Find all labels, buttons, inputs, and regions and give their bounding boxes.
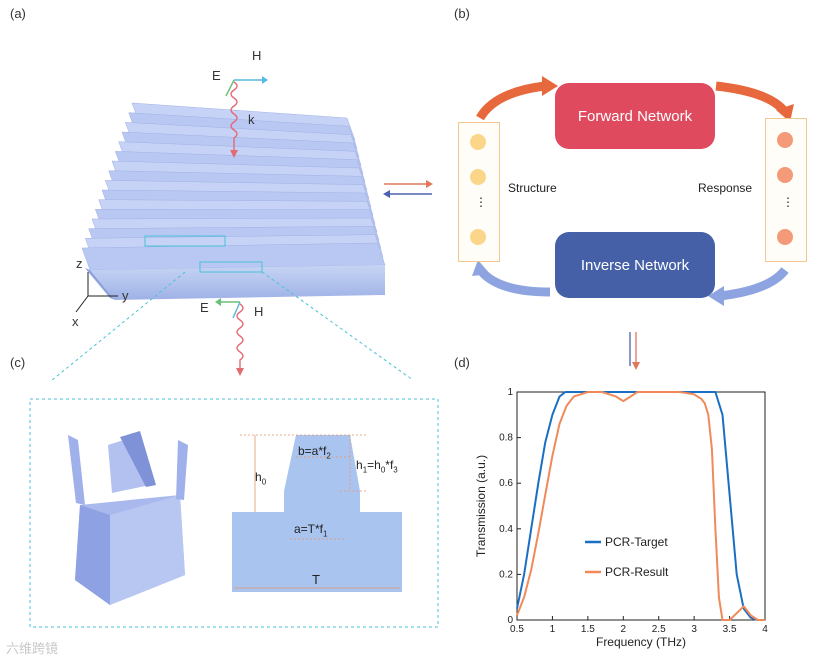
response-column: ⋮ — [765, 118, 807, 262]
x-tick-label: 3.5 — [723, 624, 737, 635]
h-vector-bottom — [232, 301, 241, 319]
h0-dimension-label: h0 — [255, 470, 266, 486]
panel-label-d: (d) — [454, 355, 470, 370]
x-axis-label: x — [72, 314, 79, 329]
x-tick-label: 0.5 — [510, 624, 524, 635]
x-axis-label: Frequency (THz) — [596, 635, 686, 649]
x-tick-label: 2.5 — [652, 624, 666, 635]
h1-sub3: 3 — [393, 465, 398, 475]
zoom-box — [29, 398, 439, 628]
structure-column: ⋮ — [458, 122, 500, 262]
y-tick-label: 0.4 — [499, 524, 513, 535]
forward-network-box: Forward Network — [555, 83, 715, 149]
h0-text: h — [255, 470, 262, 484]
structure-label: Structure — [508, 181, 557, 195]
x-tick-label: 1.5 — [581, 624, 595, 635]
ridge — [284, 435, 360, 512]
y-tick-label: 0.6 — [499, 478, 513, 489]
a-label-sub: 1 — [323, 529, 328, 539]
exchange-arrows — [383, 180, 433, 198]
panel-label-b: (b) — [454, 6, 470, 21]
k-wave-top — [230, 81, 238, 152]
y-tick-label: 0.8 — [499, 433, 513, 444]
panel-label-a: (a) — [10, 6, 26, 21]
grating-ridges — [81, 102, 386, 271]
h1-eq: =h — [367, 458, 381, 472]
h1-sub2: 0 — [380, 465, 386, 475]
plot-frame — [516, 391, 766, 621]
zoom-line-right — [261, 271, 414, 380]
b-label-sub: 2 — [326, 451, 331, 461]
response-node — [777, 167, 793, 183]
k-arrow-head-bottom — [236, 368, 244, 376]
e-arrow-head-bottom — [215, 298, 221, 306]
inverse-network-box: Inverse Network — [555, 232, 715, 298]
arrow-structure-to-forward — [476, 81, 546, 121]
e-label-top: E — [212, 68, 221, 83]
structure-node — [470, 134, 486, 150]
response-ellipsis: ⋮ — [782, 195, 794, 209]
h1-dimension-label: h1=h0*f3 — [356, 458, 398, 474]
h0-sub: 0 — [261, 477, 267, 487]
x-tick-label: 1 — [550, 624, 556, 635]
response-node — [777, 132, 793, 148]
b-dimension-label: b=a*f2 — [298, 444, 331, 460]
a-label-text: a=T*f — [294, 522, 324, 536]
e-label-bottom: E — [200, 300, 209, 315]
unit-cell-cross-section — [232, 434, 402, 592]
k-label: k — [248, 112, 255, 127]
x-axis — [75, 295, 89, 313]
structure-node — [470, 169, 486, 185]
structure-ellipsis: ⋮ — [475, 195, 487, 209]
k-wave-bottom — [236, 303, 244, 372]
unit-cell-highlight — [144, 235, 226, 247]
x-tick-label: 2 — [621, 624, 627, 635]
t-dimension-label: T — [312, 572, 320, 587]
series-line-pcr-target — [516, 391, 765, 621]
arrow-response-to-inverse — [719, 267, 789, 301]
response-node — [777, 229, 793, 245]
y-axis-label: y — [122, 288, 129, 303]
grating-side-face — [85, 268, 115, 300]
network-flow-arrows — [472, 76, 794, 306]
z-axis-label: z — [76, 256, 83, 271]
grating-illustration — [51, 76, 414, 380]
x-tick-label: 3 — [691, 624, 697, 635]
h1-sub: 1 — [362, 465, 368, 475]
structure-node — [470, 229, 486, 245]
substrate — [232, 512, 402, 592]
y-tick-label: 0.2 — [499, 569, 513, 580]
b-label-text: b=a*f — [298, 444, 327, 458]
x-tick-label: 4 — [762, 624, 768, 635]
grating-ridge — [81, 242, 386, 271]
k-arrow-head-top — [230, 150, 238, 158]
legend-label: PCR-Result — [605, 565, 669, 579]
h-label-bottom: H — [254, 304, 264, 319]
e-vector-top — [225, 79, 235, 97]
y-axis-label: Transmission (a.u.) — [474, 455, 488, 557]
y-tick-label: 1 — [507, 387, 513, 398]
h1-tail: *f — [385, 458, 394, 472]
unit-cell-3d — [68, 431, 188, 605]
h1-text: h — [356, 458, 363, 472]
legend-label: PCR-Target — [605, 535, 668, 549]
arrow-forward-to-response — [715, 81, 789, 115]
panel-label-c: (c) — [10, 355, 26, 370]
unit-cell-highlight-2 — [199, 261, 263, 273]
h-arrow-head-top — [262, 76, 268, 84]
watermark: 六维跨镜 — [6, 641, 59, 656]
arrow-inverse-to-structure — [478, 268, 551, 297]
down-arrows — [629, 332, 640, 370]
series-line-pcr-result — [516, 391, 765, 621]
a-dimension-label: a=T*f1 — [294, 522, 327, 538]
grating-front-face — [90, 265, 385, 300]
h-label-top: H — [252, 48, 262, 63]
y-tick-label: 0 — [507, 615, 513, 626]
transmission-chart: 0.5 1 1.5 2 2.5 3 3.5 4 0 0.2 0.4 0.6 0.8 1Frequency … — [474, 387, 768, 649]
response-label: Response — [698, 181, 753, 195]
unit-cell-panel — [29, 398, 439, 628]
